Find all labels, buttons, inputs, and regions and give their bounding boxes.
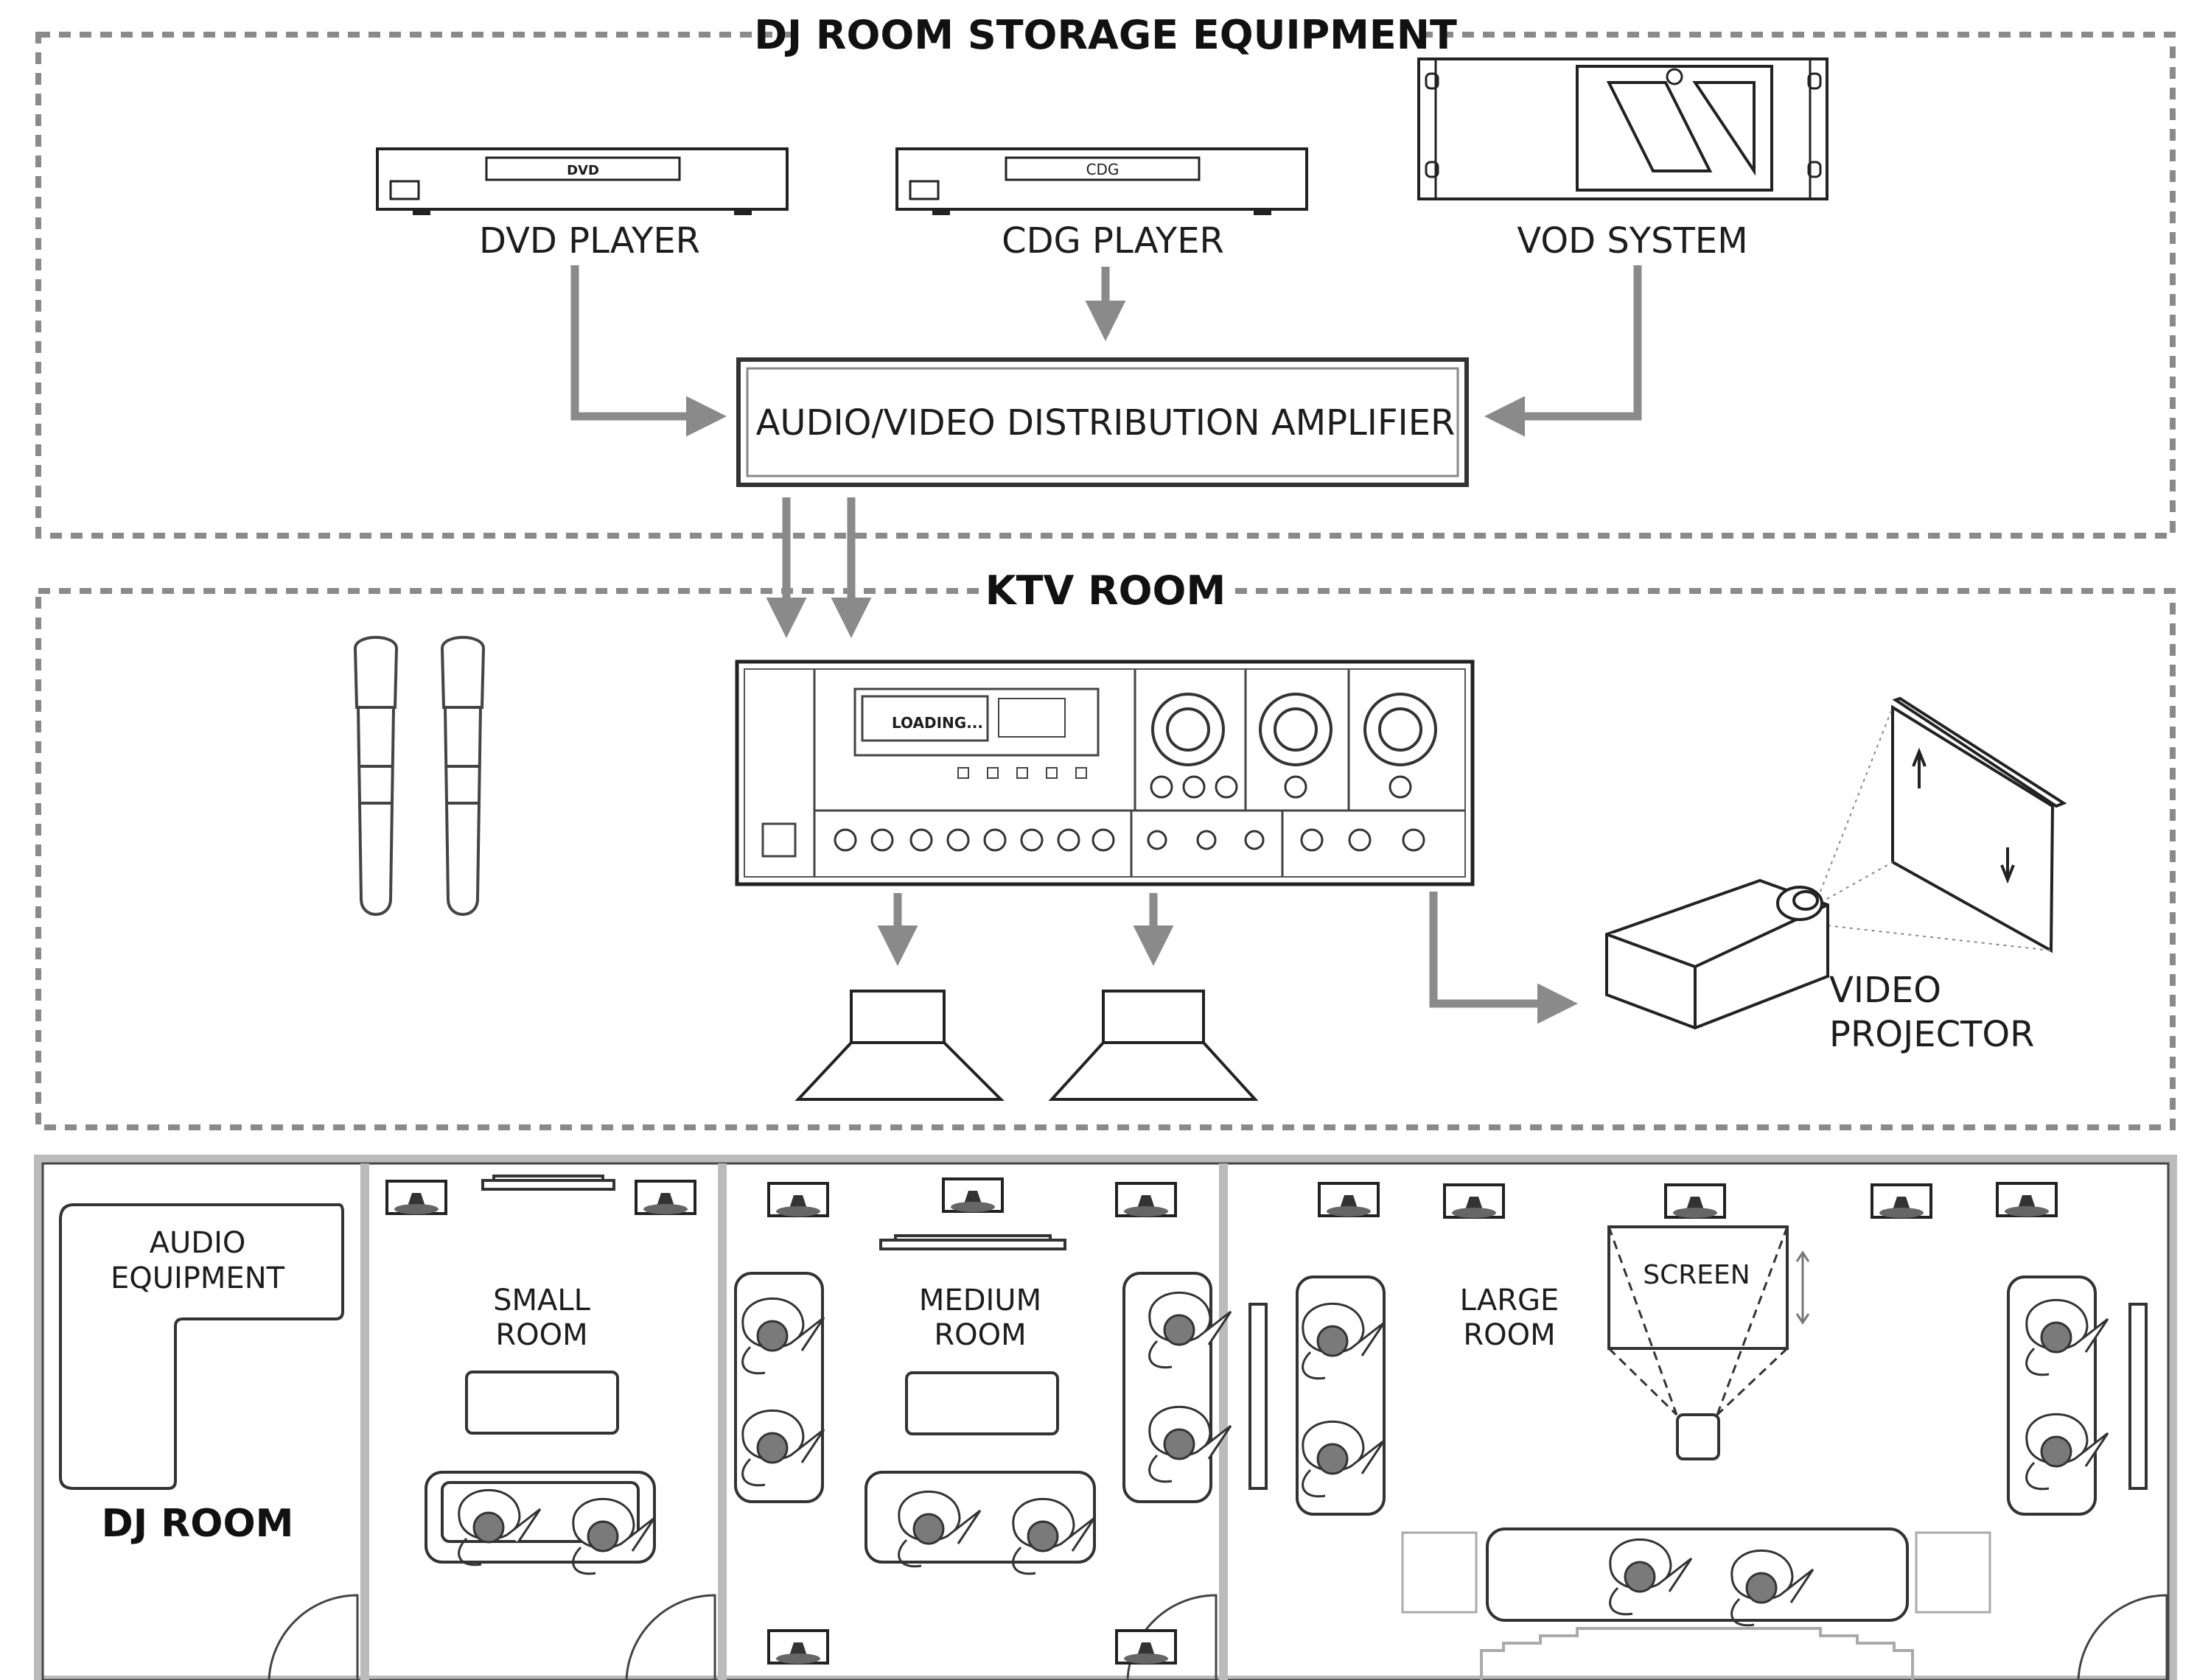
arrow-karaoke-to-projector: [1433, 892, 1570, 1004]
tv-icon: [881, 1236, 1065, 1249]
large-room-line2: ROOM: [1463, 1318, 1555, 1352]
ceiling-projector-icon: [1677, 1415, 1719, 1459]
speaker-top-icon: [1666, 1185, 1725, 1218]
arrow-dvd-to-amp: [575, 265, 719, 416]
medium-room-line1: MEDIUM: [919, 1284, 1041, 1317]
dvd-player-icon: DVD: [377, 149, 787, 215]
amp-display-text: LOADING...: [892, 714, 983, 732]
audio-equipment-line1: AUDIO: [150, 1226, 246, 1260]
dvd-screen-text: DVD: [567, 163, 599, 178]
projector-label-line2: PROJECTOR: [1829, 1014, 2035, 1055]
coffee-table-icon: [467, 1372, 618, 1433]
audio-equipment-line2: EQUIPMENT: [111, 1261, 285, 1295]
dvd-player-label: DVD PLAYER: [479, 220, 700, 262]
microphone-icon: [355, 637, 397, 914]
speaker-top-icon: [1117, 1631, 1176, 1664]
speaker-top-icon: [1319, 1183, 1378, 1217]
room-screen-icon: [1609, 1227, 1809, 1415]
ktv-section-title: KTV ROOM: [985, 567, 1226, 614]
arrow-vod-to-amp: [1492, 265, 1638, 416]
projection-screen-icon: [1820, 699, 2064, 951]
speaker-icon: [1052, 991, 1255, 1099]
speaker-top-icon: [1117, 1183, 1176, 1217]
small-room-line2: ROOM: [495, 1318, 587, 1352]
vod-system-label: VOD SYSTEM: [1517, 220, 1747, 262]
microphone-icon: [442, 637, 483, 914]
cdg-screen-text: CDG: [1086, 161, 1120, 178]
speaker-top-icon: [943, 1179, 1002, 1212]
coffee-table-icon: [907, 1373, 1058, 1434]
cdg-player-icon: CDG: [897, 149, 1307, 215]
speaker-icon: [798, 991, 1001, 1099]
vod-system-icon: [1419, 59, 1827, 199]
small-room-line1: SMALL: [493, 1284, 591, 1317]
speaker-top-icon: [1445, 1185, 1503, 1218]
karaoke-amplifier-icon: LOADING...: [737, 662, 1473, 884]
distribution-amplifier-label: AUDIO/VIDEO DISTRIBUTION AMPLIFIER: [756, 402, 1456, 444]
storage-section-title: DJ ROOM STORAGE EQUIPMENT: [754, 12, 1457, 58]
tv-icon: [483, 1176, 614, 1189]
screen-label: SCREEN: [1643, 1260, 1750, 1290]
speaker-top-icon: [1872, 1185, 1931, 1218]
video-projector-icon: [1607, 881, 1828, 1028]
stage-icon: [1481, 1628, 1913, 1680]
cdg-player-label: CDG PLAYER: [1002, 220, 1224, 262]
large-room-line1: LARGE: [1460, 1284, 1559, 1317]
dj-room-label: DJ ROOM: [102, 1502, 294, 1546]
projector-label-line1: VIDEO: [1829, 970, 1941, 1011]
speaker-top-icon: [769, 1631, 828, 1664]
speaker-top-icon: [636, 1181, 695, 1214]
medium-room-line2: ROOM: [934, 1318, 1026, 1352]
speaker-top-icon: [769, 1183, 828, 1217]
speaker-top-icon: [1997, 1183, 2056, 1217]
speaker-top-icon: [387, 1181, 446, 1214]
